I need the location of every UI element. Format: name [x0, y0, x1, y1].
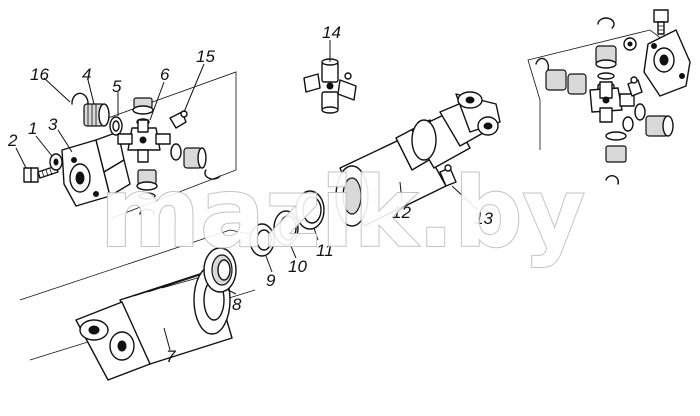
callout-11: 11 [316, 241, 334, 260]
callout-1: 1 [28, 119, 37, 138]
seal-ring-11 [295, 190, 325, 230]
callout-10: 10 [288, 257, 307, 276]
seal-ring [109, 116, 123, 136]
left-panel-frame [107, 71, 237, 219]
callout-12: 12 [392, 203, 411, 222]
right-flange-assembly [535, 17, 691, 185]
callout-6: 6 [160, 65, 170, 84]
callout-8: 8 [232, 295, 242, 314]
right-fitting [627, 76, 643, 97]
watermark: mazik.by [100, 157, 585, 269]
callout-5: 5 [112, 77, 122, 96]
callout-15: 15 [196, 47, 215, 66]
grease-fitting-center [439, 164, 457, 187]
flange-yoke [61, 131, 131, 207]
callout-16: 16 [30, 65, 49, 84]
bearing-cup [83, 103, 110, 127]
callout-7: 7 [166, 347, 176, 366]
seal-ring-9 [249, 223, 275, 257]
callout-13: 13 [474, 209, 493, 228]
washer [49, 153, 63, 171]
callout-2: 2 [7, 131, 18, 150]
grease-fitting-left [169, 110, 188, 129]
callout-4: 4 [82, 65, 91, 84]
dust-cap [203, 247, 237, 293]
right-bolt [653, 9, 669, 35]
callouts: 16 4 5 6 15 2 1 3 14 12 13 11 10 9 8 7 [7, 23, 493, 366]
cross-spider-center [303, 58, 357, 114]
cross-spider-left [117, 97, 221, 215]
seal-ring-10 [273, 210, 299, 246]
callout-3: 3 [48, 115, 58, 134]
callout-14: 14 [322, 23, 341, 42]
leader-lines [15, 40, 479, 351]
callout-9: 9 [266, 271, 276, 290]
shaft-tube-yoke [335, 91, 501, 227]
